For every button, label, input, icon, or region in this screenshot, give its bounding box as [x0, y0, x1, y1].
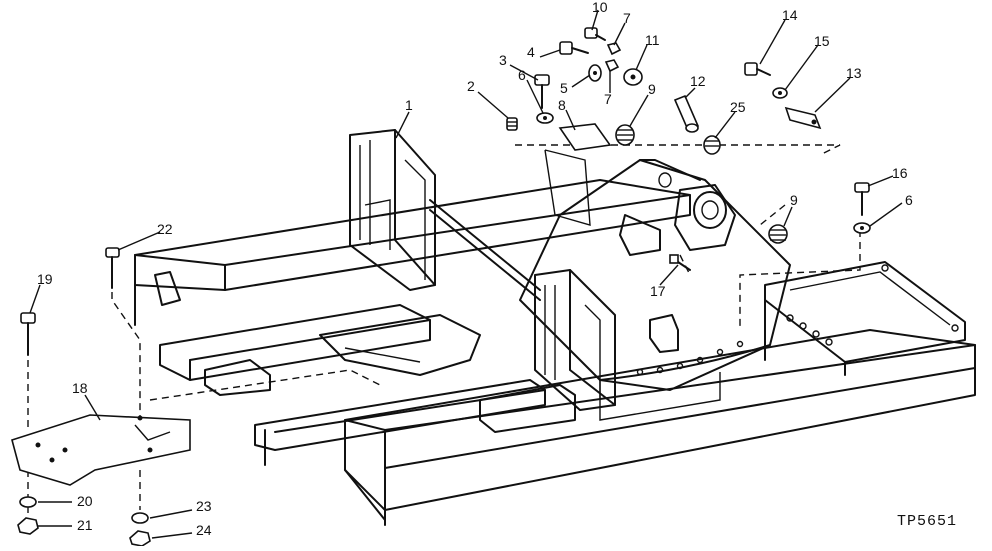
- callout-label: 15: [814, 33, 830, 49]
- callout-label: 19: [37, 271, 53, 287]
- callout-label: 8: [558, 97, 566, 113]
- callout-label: 21: [77, 517, 93, 533]
- callout-label: 9: [790, 192, 798, 208]
- callout-label: 18: [72, 380, 88, 396]
- callout-label: 12: [690, 73, 706, 89]
- callout-label: 14: [782, 7, 798, 23]
- callout-label: 2: [467, 78, 475, 94]
- callout-label: 17: [650, 283, 666, 299]
- callout-label: 20: [77, 493, 93, 509]
- callout-label: 6: [518, 67, 526, 83]
- callout-labels: 1 2 3 4 5 6 6 7 7 8 9 9 10 11 12 13 14 1…: [37, 0, 913, 538]
- callout-label: 23: [196, 498, 212, 514]
- callout-label: 10: [592, 0, 608, 15]
- callout-label: 4: [527, 44, 535, 60]
- hardware-parts: [11, 27, 871, 547]
- callout-label: 6: [905, 192, 913, 208]
- callout-label: 3: [499, 52, 507, 68]
- assembly-lines: [27, 144, 861, 520]
- callout-label: 13: [846, 65, 862, 81]
- callout-label: 11: [645, 32, 660, 48]
- callout-label: 7: [623, 10, 631, 26]
- leader-lines: [29, 9, 903, 539]
- callout-label: 25: [730, 99, 746, 115]
- callout-label: 1: [405, 97, 413, 113]
- callout-label: 16: [892, 165, 908, 181]
- callout-label: 22: [157, 221, 173, 237]
- callout-label: 24: [196, 522, 212, 538]
- callout-label: 9: [648, 81, 656, 97]
- callout-label: 7: [604, 91, 612, 107]
- main-frame: [134, 129, 976, 526]
- figure-code: TP5651: [897, 513, 957, 530]
- callout-label: 5: [560, 80, 568, 96]
